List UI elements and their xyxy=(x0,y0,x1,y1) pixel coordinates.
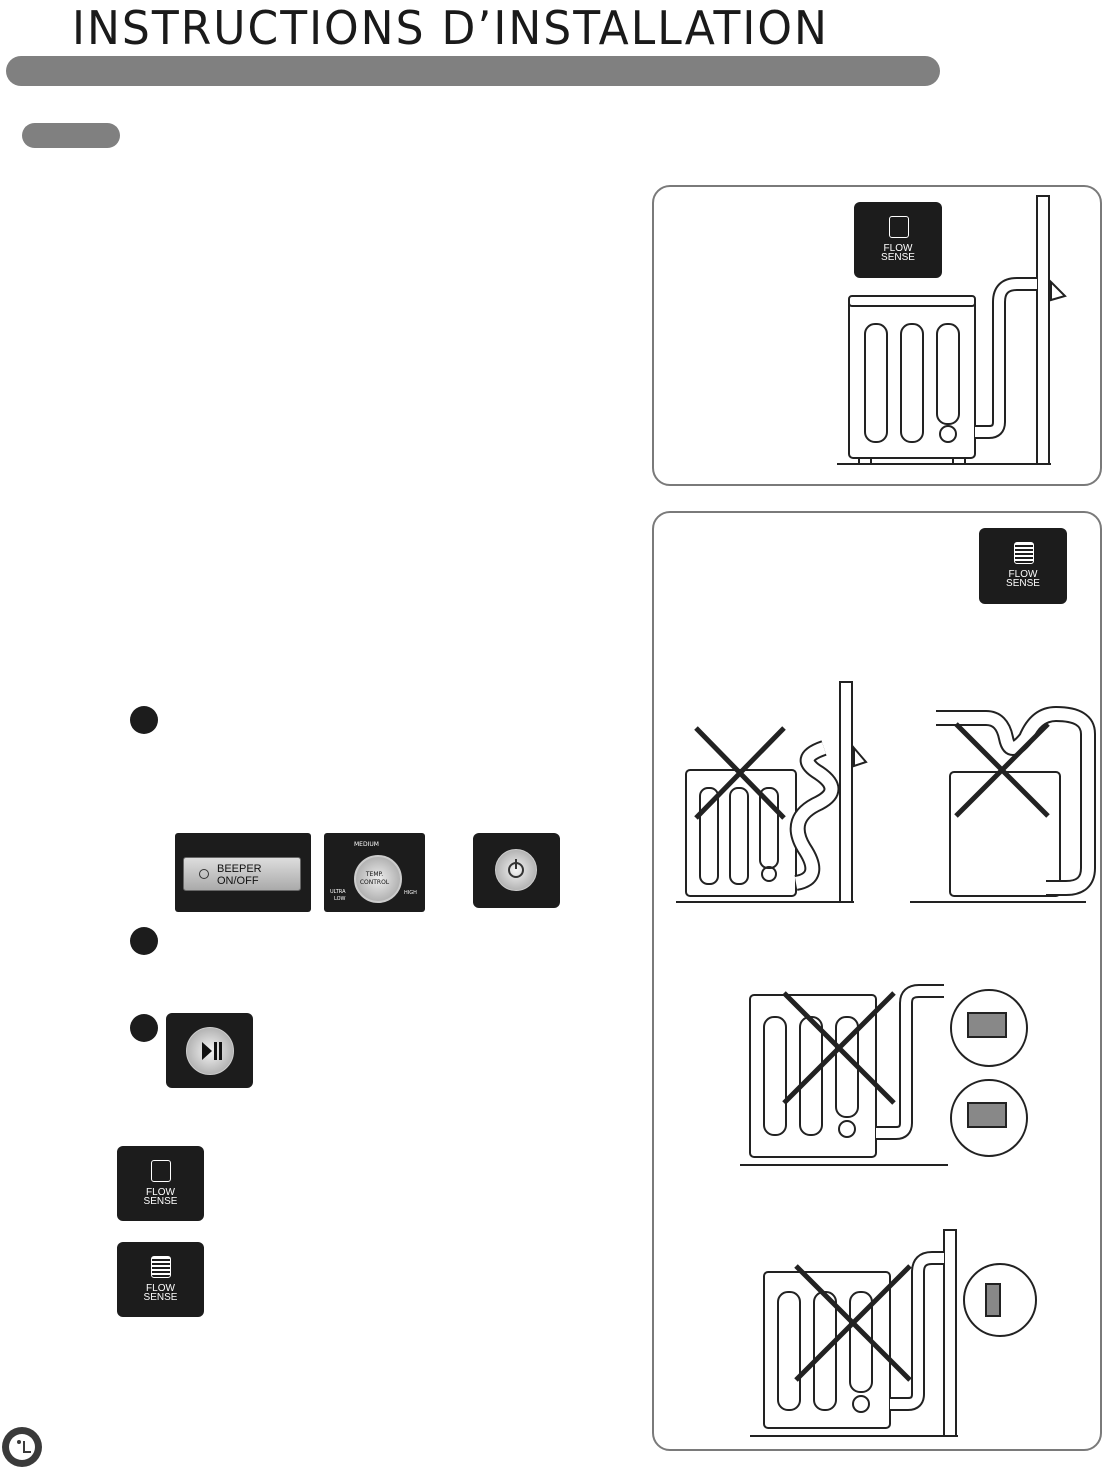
panel-correct-install: FLOW SENSE xyxy=(652,185,1102,486)
incorrect-long-loop-duct-illustration xyxy=(910,705,1096,903)
indicator-full-icon xyxy=(1014,542,1034,564)
step-marker-3 xyxy=(130,1014,158,1042)
power-button[interactable] xyxy=(473,833,560,908)
flow-sense-empty-icon: FLOW SENSE xyxy=(854,202,942,278)
incorrect-lint-clogged-duct-illustration xyxy=(740,984,1028,1166)
play-pause-icon xyxy=(186,1027,234,1075)
page-title: INSTRUCTIONS D’INSTALLATION xyxy=(72,2,829,56)
flow-sense-full-icon: FLOW SENSE xyxy=(979,528,1067,604)
beeper-button[interactable]: BEEPER ON/OFF xyxy=(175,833,311,912)
flow-sense-full-legend-icon: FLOW SENSE xyxy=(117,1242,204,1317)
flow-sense-empty-legend-icon: FLOW SENSE xyxy=(117,1146,204,1221)
header-bar xyxy=(6,56,940,86)
panel-incorrect-install: FLOW SENSE xyxy=(652,511,1102,1451)
start-pause-button[interactable] xyxy=(166,1013,253,1088)
knob-dial-icon xyxy=(354,855,402,903)
section-tab xyxy=(22,123,120,148)
step-marker-1 xyxy=(130,706,158,734)
beeper-led-icon xyxy=(199,869,209,879)
lg-logo xyxy=(2,1427,42,1467)
step-marker-2 xyxy=(130,927,158,955)
dryer-correct-duct-illustration xyxy=(837,195,1067,465)
incorrect-kinked-vent-illustration xyxy=(750,1229,1037,1437)
temp-control-knob[interactable]: MEDIUM TEMP. CONTROL ULTRA LOW HIGH xyxy=(324,833,425,912)
indicator-empty-icon xyxy=(889,216,909,238)
power-icon xyxy=(495,849,537,891)
incorrect-crushed-duct-illustration xyxy=(676,681,868,903)
